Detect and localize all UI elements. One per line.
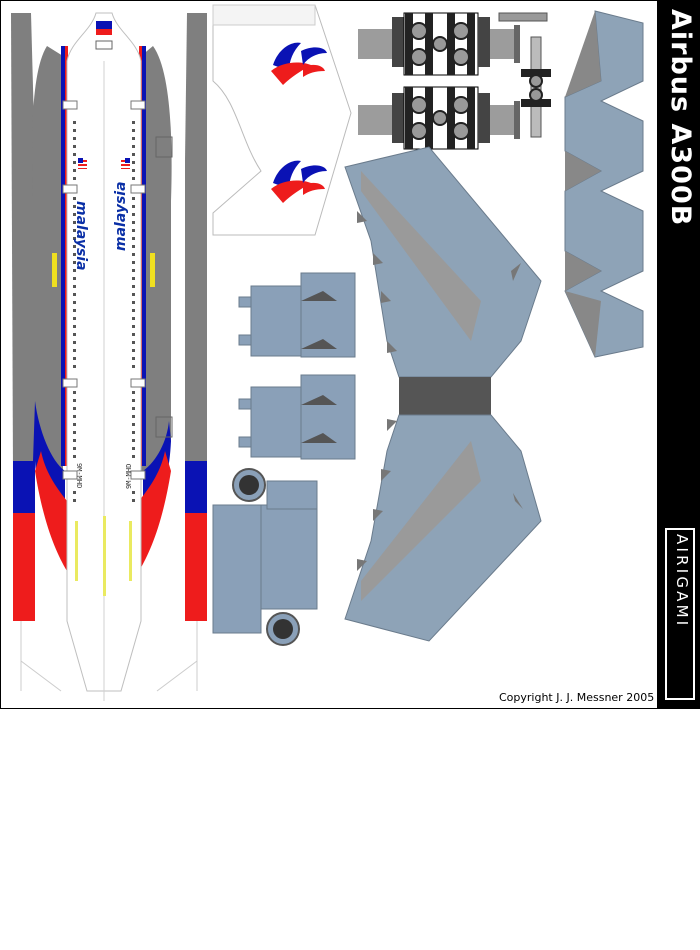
brand-box: AIRIGAMI: [665, 528, 695, 700]
tail-fin-panel: [212, 4, 352, 236]
fuselage-panel: malaysia malaysia 9M-MHD 9M-MHD: [11, 12, 207, 701]
registration-left: 9M-MHD: [75, 463, 83, 488]
template-artwork: malaysia malaysia 9M-MHD 9M-MHD: [11, 4, 699, 701]
airline-logo-icon: [271, 42, 327, 85]
flag-icon: [78, 158, 87, 169]
livery-text-left: malaysia: [73, 201, 89, 271]
papercraft-sheet: malaysia malaysia 9M-MHD 9M-MHD: [0, 0, 700, 709]
wing-panel: [344, 146, 542, 642]
flag-icon: [121, 158, 130, 169]
livery-text-right: malaysia: [113, 181, 129, 251]
landing-gear-panel: [358, 12, 551, 150]
brand-label: AIRIGAMI: [673, 534, 691, 629]
airline-logo-icon: [271, 160, 327, 203]
aircraft-title-text: Airbus A300B: [665, 9, 696, 227]
stabilizer-panel: [564, 10, 644, 358]
registration-right: 9M-MHD: [125, 464, 133, 489]
engine-panel: [212, 272, 356, 646]
copyright-text: Copyright J. J. Messner 2005: [499, 691, 655, 704]
side-title-panel: [657, 1, 699, 708]
